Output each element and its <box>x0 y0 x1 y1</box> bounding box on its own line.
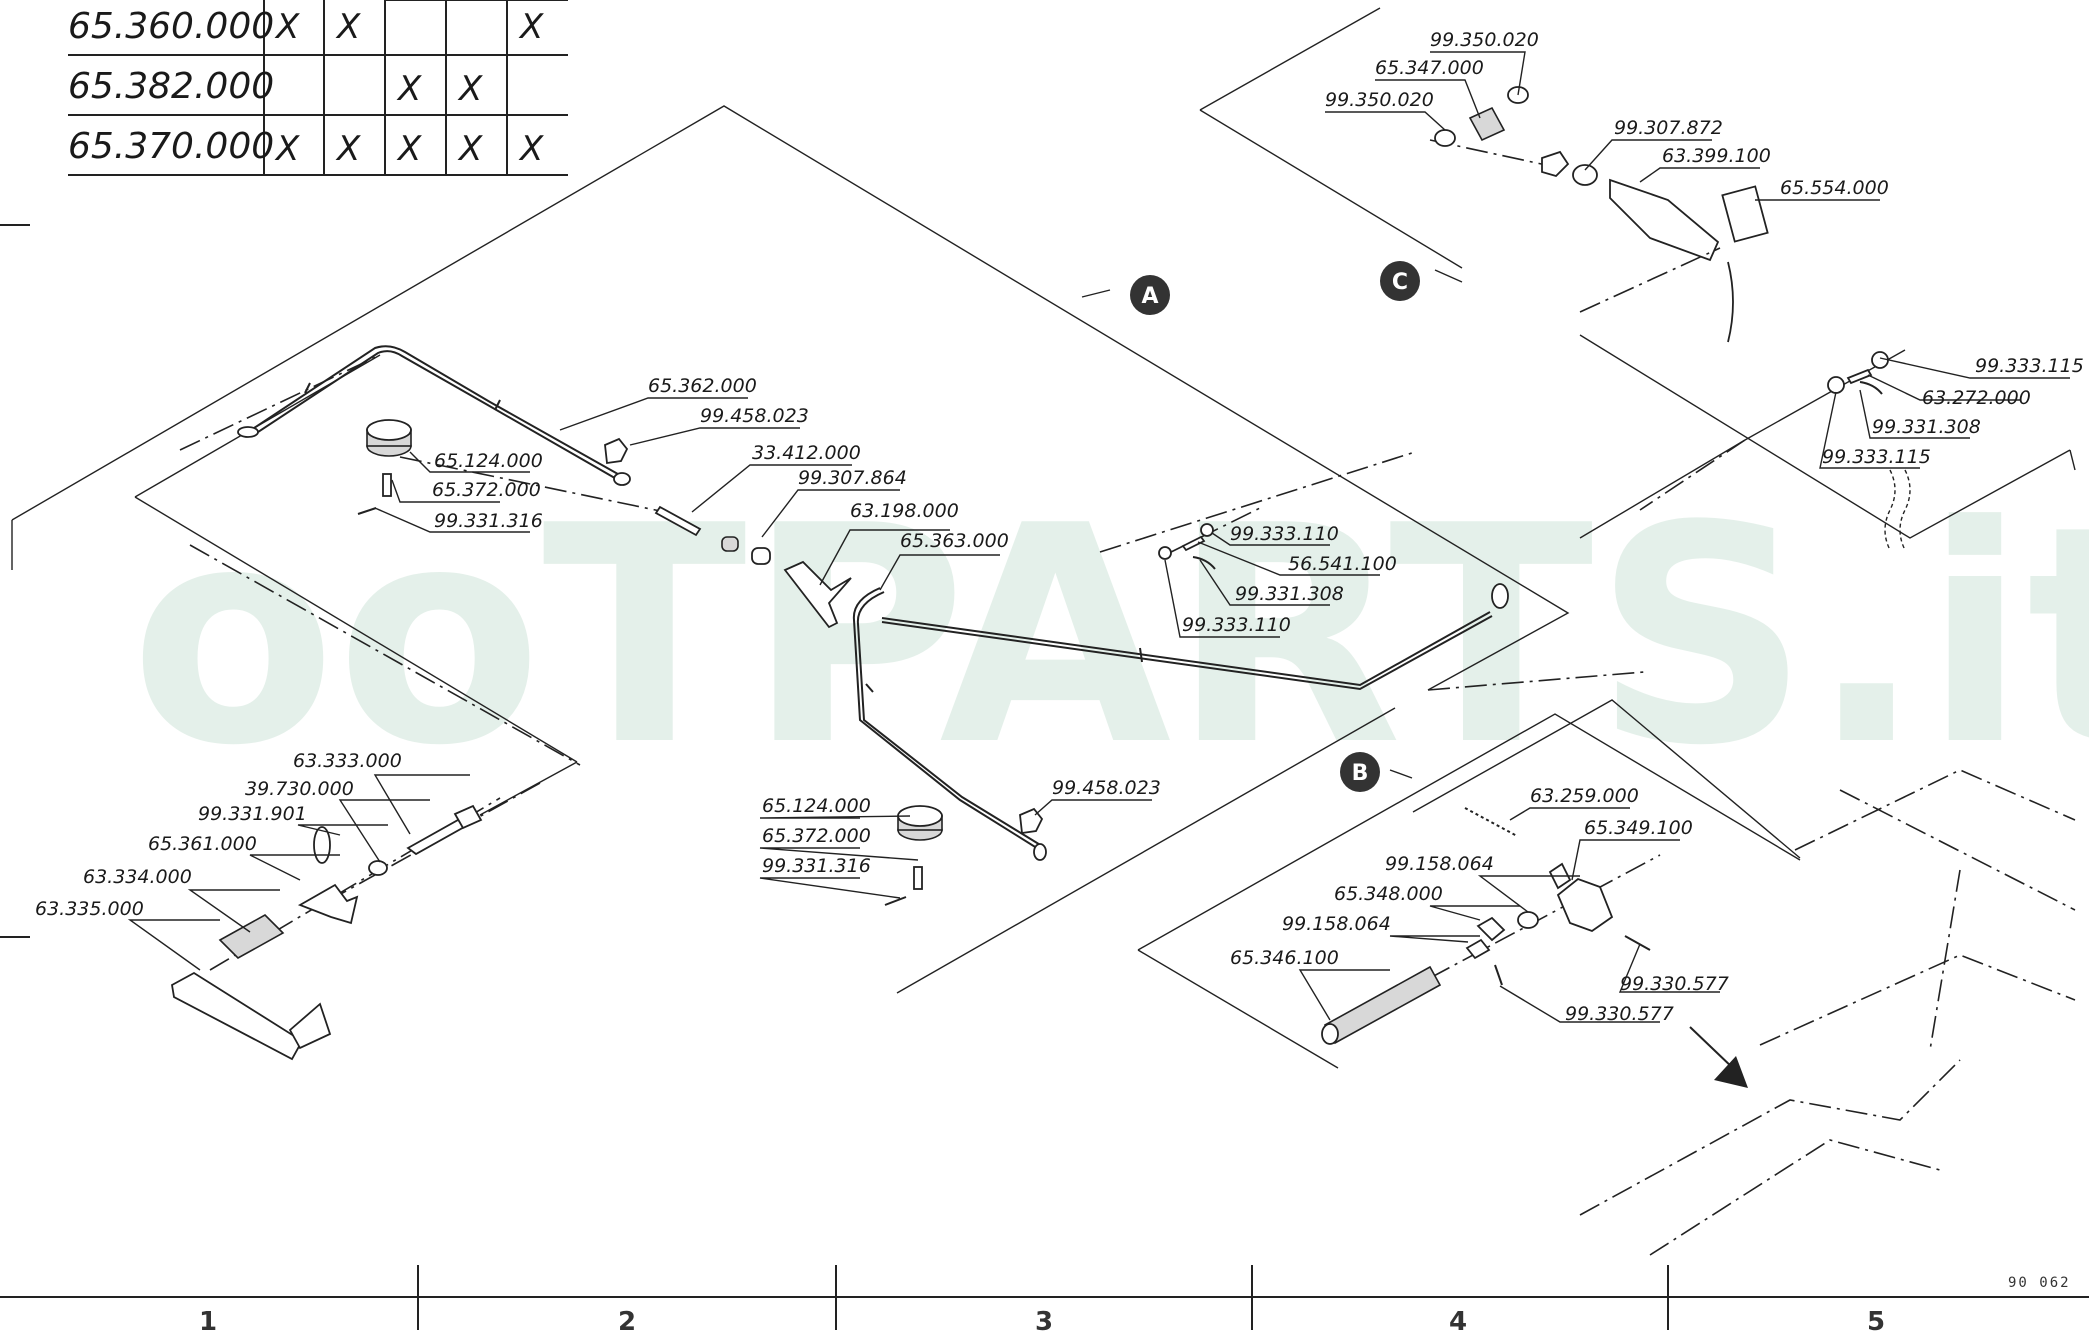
part-label: 65.348.000 <box>1334 883 1443 905</box>
part-label: 99.331.316 <box>434 510 543 532</box>
part-label: 63.399.100 <box>1662 145 1771 167</box>
table-mark: X <box>518 129 544 169</box>
part-label: 63.333.000 <box>293 750 402 772</box>
table-mark: X <box>335 129 361 169</box>
zone-number: 2 <box>618 1307 636 1337</box>
part-label: 65.124.000 <box>434 450 543 472</box>
part-label: 99.331.308 <box>1235 583 1344 605</box>
watermark: ooTPARTS.it <box>130 462 2089 811</box>
part-label: 99.330.577 <box>1565 1003 1674 1025</box>
part-label: 65.363.000 <box>900 530 1009 552</box>
table-mark: X <box>457 69 483 109</box>
section-letter: B <box>1352 761 1369 786</box>
part-label: 39.730.000 <box>245 778 354 800</box>
part-label: 65.372.000 <box>432 479 541 501</box>
part-label: 65.361.000 <box>148 833 257 855</box>
table-mark: X <box>396 69 422 109</box>
machine-outline <box>1579 769 2076 1256</box>
section-marker-c: C <box>1380 261 1420 301</box>
part-label: 65.349.100 <box>1584 817 1693 839</box>
table-mark: X <box>335 7 361 47</box>
part-label: 99.333.115 <box>1822 446 1931 468</box>
drawing-code: 90 062 <box>2008 1275 2071 1291</box>
part-label: 63.259.000 <box>1530 785 1639 807</box>
part-label: 99.331.308 <box>1872 416 1981 438</box>
part-label: 65.554.000 <box>1780 177 1889 199</box>
part-label: 99.307.872 <box>1614 117 1723 139</box>
zone-number: 5 <box>1867 1307 1885 1337</box>
part-label: 99.350.020 <box>1325 89 1434 111</box>
part-label: 99.330.577 <box>1620 973 1729 995</box>
part-label: 99.331.901 <box>198 803 307 825</box>
leader-lines <box>127 51 2070 1023</box>
section-marker-a: A <box>1130 275 1170 315</box>
part-labels: 65.362.000 99.458.023 33.412.000 99.307.… <box>35 29 2084 1025</box>
section-letter: C <box>1392 270 1408 295</box>
part-label: 65.372.000 <box>762 825 871 847</box>
part-label: 65.346.100 <box>1230 947 1339 969</box>
part-label: 99.331.316 <box>762 855 871 877</box>
applicability-table: 65.360.000 65.382.000 65.370.000 X X X X… <box>68 0 568 176</box>
table-mark: X <box>457 129 483 169</box>
table-row-code: 65.360.000 <box>68 6 274 47</box>
zone-number: 4 <box>1449 1307 1467 1337</box>
part-label: 99.333.110 <box>1230 523 1339 545</box>
part-label: 63.198.000 <box>850 500 959 522</box>
part-label: 99.333.110 <box>1182 614 1291 636</box>
part-label: 65.124.000 <box>762 795 871 817</box>
part-label: 99.333.115 <box>1975 355 2084 377</box>
part-label: 99.350.020 <box>1430 29 1539 51</box>
part-label: 99.307.864 <box>798 467 907 489</box>
part-label: 56.541.100 <box>1288 553 1397 575</box>
section-b-planes <box>1137 699 1801 1069</box>
table-mark: X <box>396 129 422 169</box>
part-label: 65.362.000 <box>648 375 757 397</box>
part-label: 99.158.064 <box>1282 913 1391 935</box>
section-marker-b: B <box>1340 752 1380 792</box>
part-label: 99.458.023 <box>700 405 809 427</box>
table-mark: X <box>274 7 300 47</box>
part-label: 63.334.000 <box>83 866 192 888</box>
table-mark: X <box>274 129 300 169</box>
zone-number: 3 <box>1035 1307 1053 1337</box>
part-label: 99.458.023 <box>1052 777 1161 799</box>
part-label: 63.272.000 <box>1922 387 2031 409</box>
table-mark: X <box>518 7 544 47</box>
part-label: 63.335.000 <box>35 898 144 920</box>
section-c-planes <box>1199 7 2076 539</box>
section-letter: A <box>1141 284 1158 309</box>
watermark-text: ooTPARTS.it <box>130 462 2089 811</box>
zone-number: 1 <box>199 1307 217 1337</box>
table-row-code: 65.370.000 <box>68 126 274 167</box>
part-label: 65.347.000 <box>1375 57 1484 79</box>
table-row-code: 65.382.000 <box>68 66 274 107</box>
zone-ruler: 1 2 3 4 5 <box>0 1265 2089 1337</box>
part-label: 99.158.064 <box>1385 853 1494 875</box>
part-label: 33.412.000 <box>752 442 861 464</box>
